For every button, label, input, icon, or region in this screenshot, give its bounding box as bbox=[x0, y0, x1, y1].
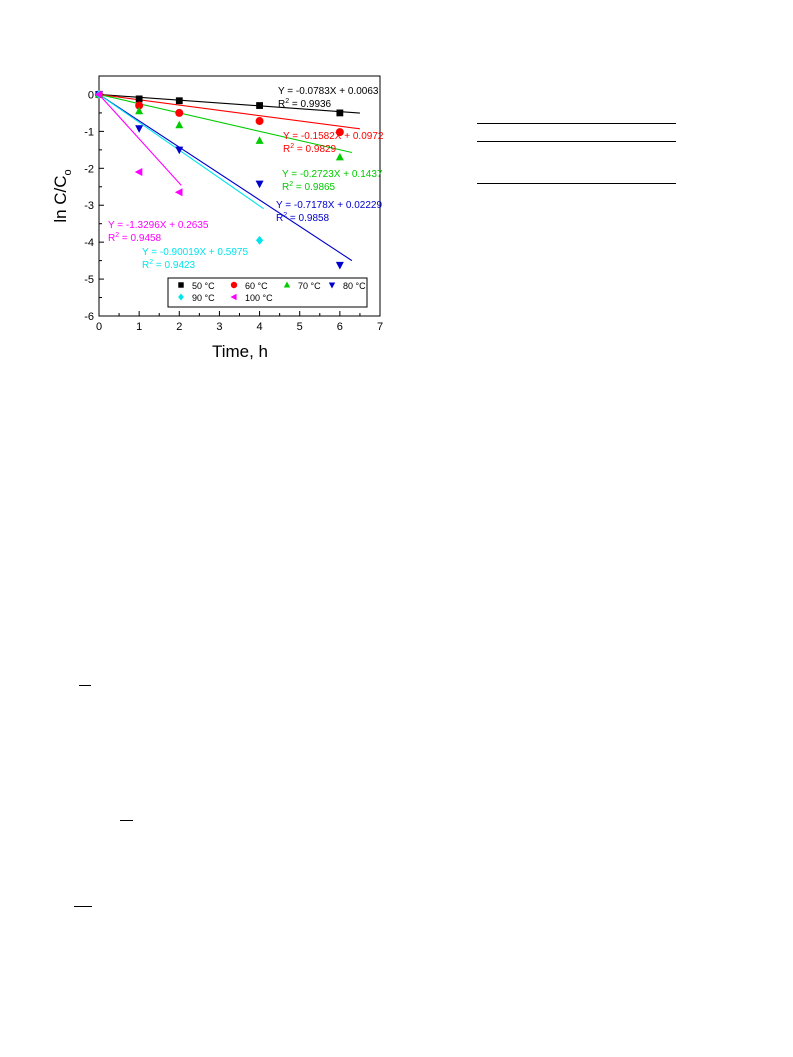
legend-label: 50 °C bbox=[192, 281, 215, 291]
x-tick-label: 3 bbox=[216, 321, 222, 333]
legend-label: 90 °C bbox=[192, 293, 215, 303]
data-point bbox=[135, 101, 144, 110]
legend-marker bbox=[283, 281, 291, 288]
axis-ticks: 0 1 2 3 4 5 6 7 0 -1 -2 -3 -4 -5 -6 bbox=[84, 89, 383, 333]
x-tick-label: 6 bbox=[337, 321, 343, 333]
data-point bbox=[175, 120, 184, 129]
data-point bbox=[94, 90, 103, 99]
fit-equation: Y = -1.3296X + 0.2635 bbox=[108, 220, 209, 231]
y-axis-label: ln C/Co bbox=[51, 169, 74, 222]
y-tick-label: -1 bbox=[84, 126, 94, 138]
x-tick-label: 7 bbox=[377, 321, 383, 333]
legend-label: 80 °C bbox=[343, 281, 366, 291]
data-point bbox=[135, 125, 144, 133]
x-tick-label: 5 bbox=[297, 321, 303, 333]
legend-marker bbox=[230, 293, 237, 301]
y-tick-label: -6 bbox=[84, 311, 94, 323]
legend-marker bbox=[178, 282, 184, 288]
data-point bbox=[255, 235, 264, 245]
data-point bbox=[135, 95, 143, 103]
y-axis-label-text: ln C/C bbox=[51, 175, 70, 222]
fit-r-squared: R2 = 0.9936 bbox=[278, 98, 332, 110]
legend-marker bbox=[230, 281, 238, 289]
table-rule-top bbox=[477, 123, 676, 124]
data-point bbox=[256, 102, 263, 109]
fit-r-squared: R2 = 0.9858 bbox=[276, 212, 330, 224]
fraction-bar bbox=[120, 820, 133, 821]
fit-line-5 bbox=[98, 94, 182, 186]
fraction-bar bbox=[79, 685, 91, 686]
fit-r-squared: R2 = 0.9423 bbox=[142, 259, 196, 271]
fit-equation: Y = -0.2723X + 0.1437 bbox=[282, 169, 383, 180]
fit-line-4 bbox=[98, 94, 264, 210]
data-point bbox=[174, 188, 183, 197]
data-point bbox=[255, 180, 264, 189]
data-point bbox=[135, 106, 144, 115]
data-point bbox=[255, 117, 264, 126]
legend-label: 70 °C bbox=[298, 281, 321, 291]
data-point bbox=[134, 168, 143, 176]
data-points bbox=[94, 90, 344, 270]
fit-equation: Y = -0.7178X + 0.02229 bbox=[276, 200, 382, 211]
legend-marker bbox=[178, 293, 184, 301]
x-tick-label: 1 bbox=[136, 321, 142, 333]
data-point bbox=[336, 109, 344, 117]
fraction-bar bbox=[74, 906, 92, 907]
fit-equation: Y = -0.0783X + 0.0063 bbox=[278, 86, 379, 97]
data-point bbox=[255, 136, 264, 144]
legend: 50 °C 60 °C 70 °C 80 °C 90 °C 100 °C bbox=[178, 281, 366, 303]
fit-r-squared: R2 = 0.9458 bbox=[108, 232, 162, 244]
y-tick-label: -5 bbox=[84, 274, 94, 286]
data-point bbox=[335, 152, 344, 161]
legend-marker bbox=[328, 282, 336, 289]
data-point bbox=[335, 261, 344, 270]
fit-equation: Y = -0.90019X + 0.5975 bbox=[142, 247, 248, 258]
legend-label: 100 °C bbox=[245, 293, 273, 303]
table-rule-bottom bbox=[477, 183, 676, 184]
legend-label: 60 °C bbox=[245, 281, 268, 291]
fit-equation: Y = -0.1582X + 0.0972 bbox=[283, 131, 384, 142]
table-rule-header bbox=[477, 141, 676, 142]
y-tick-label: 0 bbox=[88, 89, 94, 101]
data-point bbox=[175, 108, 184, 117]
x-tick-label: 2 bbox=[176, 321, 182, 333]
fit-r-squared: R2 = 0.9865 bbox=[282, 181, 336, 193]
fit-line-3 bbox=[98, 94, 353, 262]
y-axis-label-subscript: o bbox=[62, 169, 74, 175]
y-tick-label: -3 bbox=[84, 200, 94, 212]
x-tick-label: 4 bbox=[257, 321, 263, 333]
data-point bbox=[175, 97, 183, 105]
x-axis-label: Time, h bbox=[212, 342, 268, 361]
fit-r-squared: R2 = 0.9829 bbox=[283, 143, 337, 155]
data-point bbox=[175, 146, 184, 155]
x-tick-label: 0 bbox=[96, 321, 102, 333]
y-tick-label: -4 bbox=[84, 237, 94, 249]
data-point bbox=[335, 128, 344, 137]
y-tick-label: -2 bbox=[84, 163, 94, 175]
